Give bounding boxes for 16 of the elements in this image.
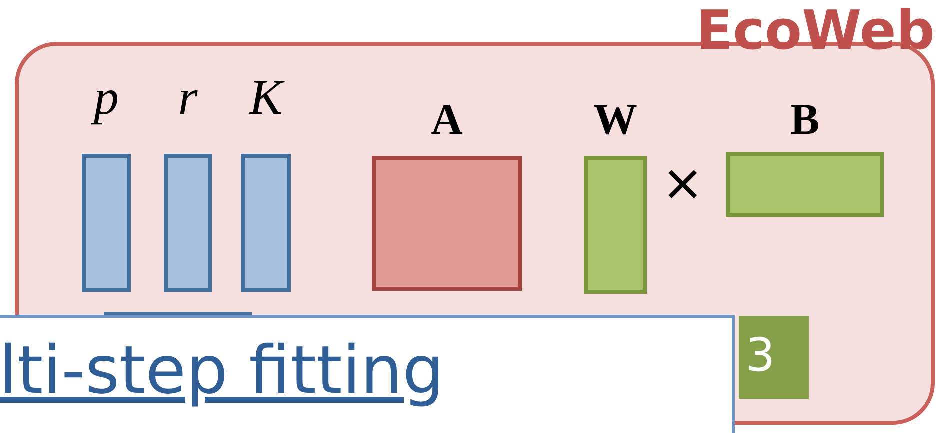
matrix-block — [726, 152, 884, 217]
multiply-sign: × — [662, 158, 704, 208]
matrix-block — [164, 154, 212, 292]
symbol-label: W — [592, 98, 638, 142]
matrix-block — [584, 156, 647, 294]
step-box — [739, 316, 809, 399]
symbol-label: A — [430, 98, 464, 142]
symbol-label: B — [789, 98, 821, 142]
matrix-block — [372, 156, 522, 291]
symbol-label: r — [177, 72, 199, 122]
fitting-caption-toast — [0, 315, 735, 433]
symbol-label: K — [248, 72, 286, 122]
step-number: 3 — [746, 328, 776, 382]
matrix-block — [82, 154, 131, 292]
banner-heading: lti-step fitting — [0, 332, 444, 409]
matrix-block — [241, 154, 291, 292]
